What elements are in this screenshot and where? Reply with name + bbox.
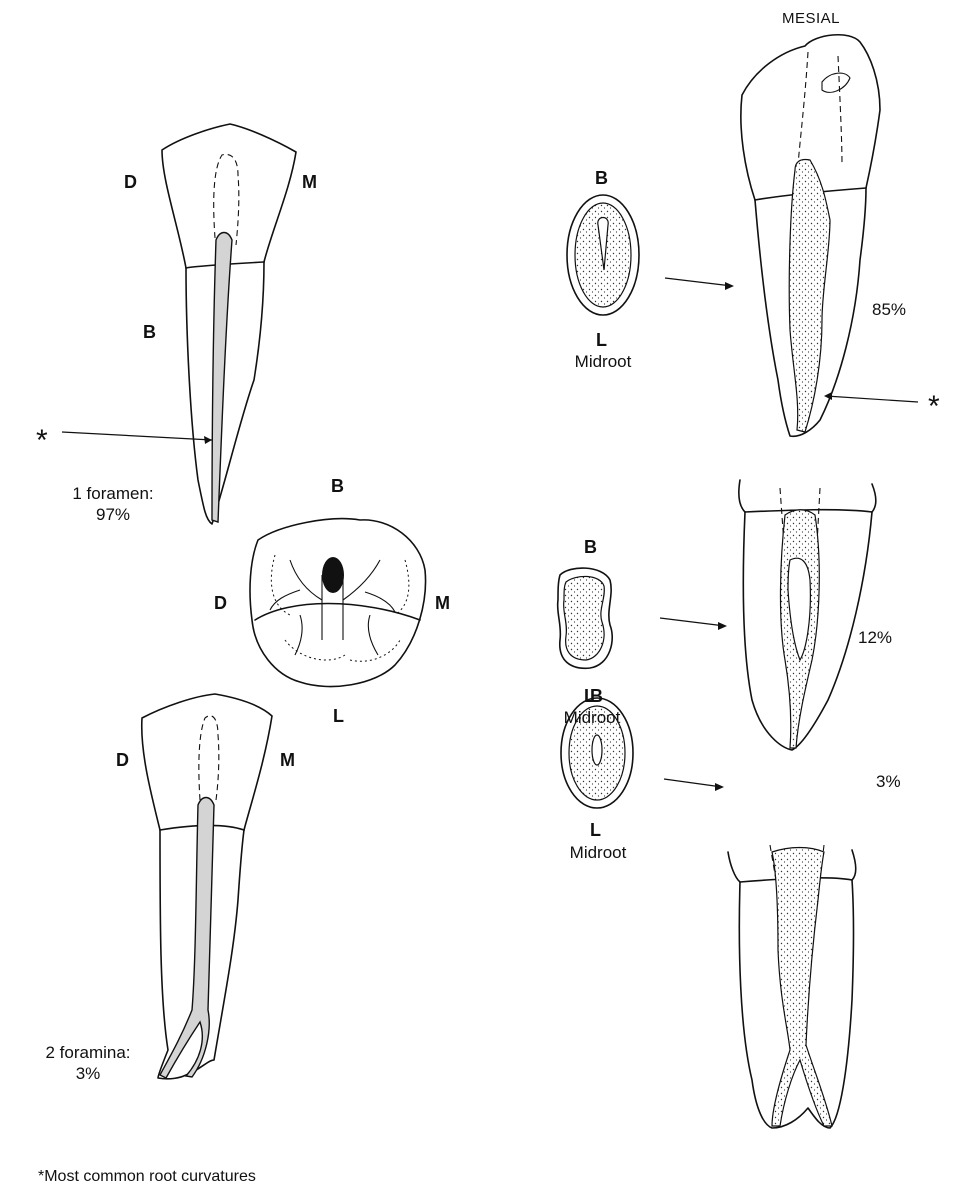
- tooth-two-foramina: [142, 694, 272, 1079]
- one-foramen-label: 1 foramen:: [58, 484, 168, 504]
- cs2-label-buccal: B: [584, 537, 597, 558]
- two-foramina-percent: 3%: [28, 1064, 148, 1084]
- one-foramen-percent: 97%: [58, 505, 168, 525]
- label-distal-upper: D: [124, 172, 137, 193]
- occlusal-view: [250, 519, 426, 687]
- tooth-mesial-12: [739, 480, 876, 750]
- cross-section-2: [558, 568, 613, 668]
- label-lingual-occlusal: L: [333, 706, 344, 727]
- label-distal-occlusal: D: [214, 593, 227, 614]
- cs2-level: Midroot: [542, 708, 642, 728]
- cs3-label-lingual: L: [590, 820, 601, 841]
- cs3-percent: 3%: [876, 772, 901, 792]
- label-buccal-occlusal: B: [331, 476, 344, 497]
- curvature-marker-left: *: [36, 426, 48, 456]
- cs1-percent: 85%: [872, 300, 906, 320]
- mesial-heading: MESIAL: [782, 10, 840, 27]
- cs1-level: Midroot: [553, 352, 653, 372]
- two-foramina-label: 2 foramina:: [28, 1043, 148, 1063]
- tooth-mesial-85: [741, 35, 880, 437]
- label-mesial-occlusal: M: [435, 593, 450, 614]
- cs1-label-lingual: L: [596, 330, 607, 351]
- tooth-one-foramen: [162, 124, 296, 524]
- curvature-marker-right: *: [928, 392, 940, 422]
- label-mesial-upper: M: [302, 172, 317, 193]
- footnote: *Most common root curvatures: [38, 1168, 256, 1186]
- cs3-label-buccal: B: [590, 686, 603, 707]
- cs2-percent: 12%: [858, 628, 892, 648]
- cs1-label-buccal: B: [595, 168, 608, 189]
- label-mesial-lower: M: [280, 750, 295, 771]
- label-distal-lower: D: [116, 750, 129, 771]
- cs3-level: Midroot: [548, 843, 648, 863]
- cross-section-1: [567, 195, 639, 315]
- label-buccal-upper: B: [143, 322, 156, 343]
- tooth-mesial-3: [728, 845, 856, 1128]
